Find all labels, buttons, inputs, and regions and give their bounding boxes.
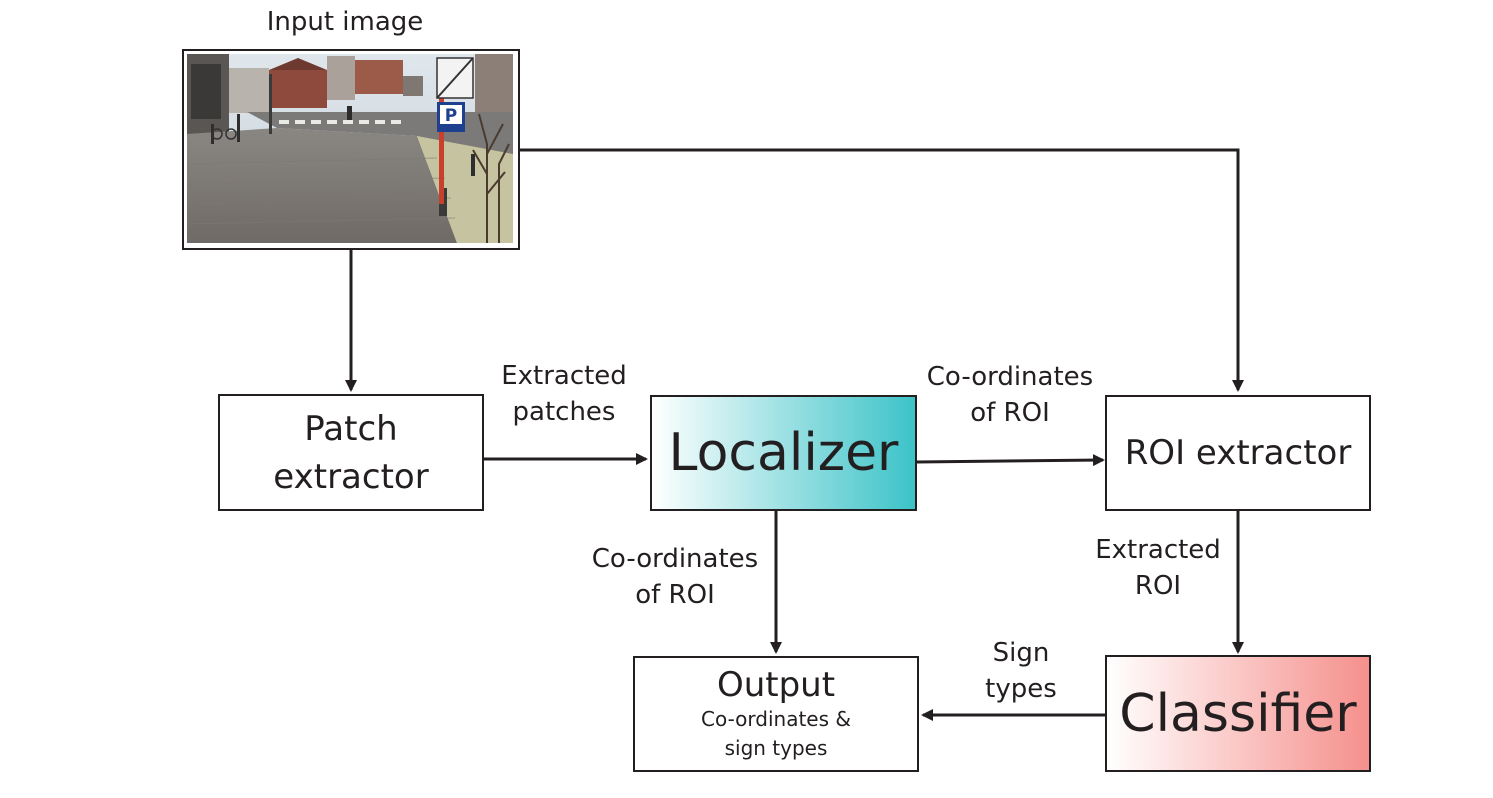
edge-label-extracted-patches-line1: Extracted	[501, 361, 627, 391]
output-subtitle-line2: sign types	[724, 736, 828, 760]
output-subtitle-line1: Co-ordinates &	[701, 707, 851, 731]
patch-extractor-label-line1: Patch	[304, 408, 398, 449]
edge-label-sign-types-line1: Sign	[992, 638, 1050, 668]
patch-extractor-label-line2: extractor	[273, 456, 429, 497]
output-node: Output Co-ordinates & sign types	[633, 656, 919, 772]
input-image: P	[182, 49, 520, 250]
classifier-node: Classifier	[1105, 655, 1371, 772]
output-title: Output	[716, 665, 836, 705]
edge-label-coords-to-output-line1: Co-ordinates	[591, 544, 759, 574]
roi-extractor-node: ROI extractor	[1105, 395, 1371, 511]
edge-label-sign-types: Sign types	[960, 635, 1082, 707]
edge-label-coords-to-roi-line2: of ROI	[970, 398, 1050, 428]
edge-label-extracted-patches-line2: patches	[512, 397, 616, 427]
edge-label-extracted-patches: Extracted patches	[480, 358, 648, 430]
edge-label-coords-to-output: Co-ordinates of ROI	[573, 541, 777, 613]
edge-label-coords-to-roi-line1: Co-ordinates	[926, 362, 1094, 392]
patch-extractor-node: Patch extractor	[218, 394, 484, 511]
classifier-label: Classifier	[1119, 683, 1357, 744]
edge-label-coords-to-roi: Co-ordinates of ROI	[910, 359, 1110, 431]
edge-label-extracted-roi-line1: Extracted	[1095, 535, 1221, 565]
arrow-localizer-to-roi-extractor	[916, 454, 1105, 467]
street-scene-image: P	[187, 54, 513, 243]
edge-label-sign-types-line2: types	[985, 674, 1057, 704]
localizer-node: Localizer	[650, 395, 917, 511]
arrow-image-to-roi-extractor	[520, 148, 1244, 392]
edge-label-extracted-roi-line2: ROI	[1134, 571, 1182, 601]
roi-extractor-label: ROI extractor	[1124, 433, 1352, 473]
input-image-caption: Input image	[266, 7, 424, 37]
edge-label-extracted-roi: Extracted ROI	[1078, 532, 1238, 604]
edge-label-coords-to-output-line2: of ROI	[635, 580, 715, 610]
parking-sign-letter: P	[445, 106, 457, 126]
localizer-label: Localizer	[668, 423, 899, 483]
